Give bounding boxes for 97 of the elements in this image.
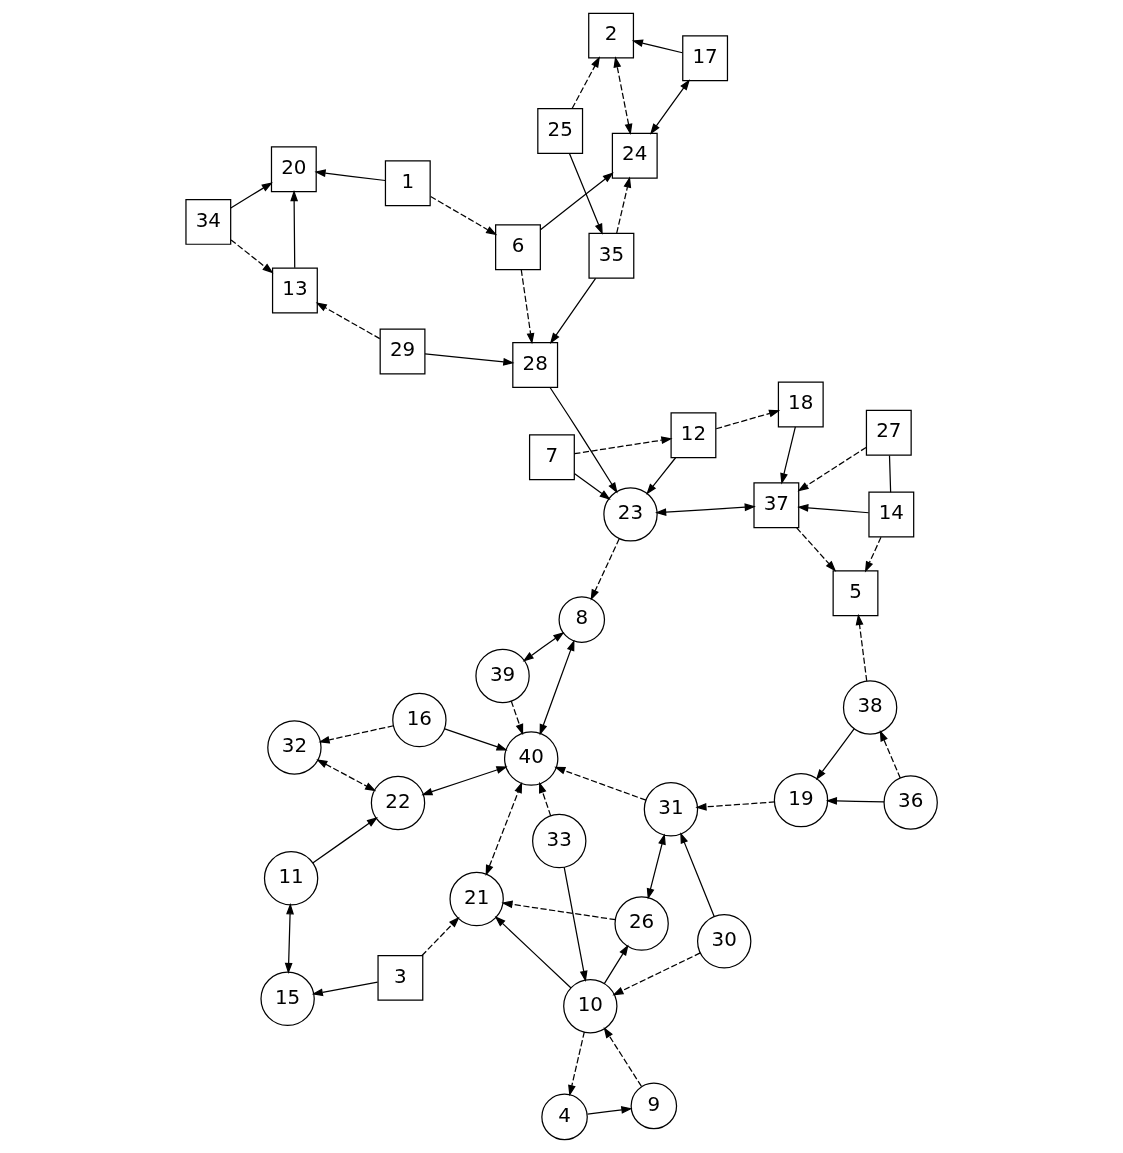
arrow <box>864 536 882 573</box>
arrow <box>650 79 690 135</box>
arrow <box>430 195 498 236</box>
node-box: 1 <box>384 160 431 207</box>
node-circle: 36 <box>883 775 938 830</box>
node-circle: 11 <box>263 851 319 906</box>
node-circle: 40 <box>503 731 559 786</box>
node-box: 6 <box>495 224 541 271</box>
node-box: 24 <box>611 132 658 179</box>
arrow <box>494 916 572 989</box>
arrow <box>603 1027 642 1087</box>
arrow <box>230 182 273 209</box>
arrow <box>539 172 614 231</box>
arrow <box>613 56 633 136</box>
node-box: 17 <box>682 35 729 82</box>
node-box: 5 <box>832 570 879 617</box>
arrow <box>646 833 666 900</box>
arrow <box>318 725 395 744</box>
node-box: 12 <box>670 412 717 459</box>
arrow <box>879 730 901 779</box>
node-circle: 32 <box>267 720 322 775</box>
arrow <box>315 302 381 340</box>
node-circle: 38 <box>842 680 898 735</box>
node-box: 14 <box>868 491 915 538</box>
arrow <box>574 473 611 500</box>
arrow <box>421 766 508 796</box>
arrow <box>520 269 535 345</box>
arrow <box>695 801 776 811</box>
arrow <box>855 613 868 682</box>
arrow <box>568 153 603 235</box>
node-box: 13 <box>271 267 318 314</box>
node-circle: 30 <box>697 914 752 969</box>
arrow <box>571 56 600 109</box>
arrow <box>573 436 673 455</box>
arrow <box>311 981 379 997</box>
arrow <box>485 781 523 876</box>
arrow <box>631 39 683 54</box>
arrow <box>522 632 565 662</box>
arrow <box>316 759 377 792</box>
node-circle: 23 <box>603 487 658 542</box>
node-circle: 16 <box>392 692 447 748</box>
arrow <box>655 503 756 517</box>
arrow <box>314 169 386 182</box>
connector <box>888 455 892 493</box>
node-box: 25 <box>537 107 584 154</box>
arrow <box>603 944 629 985</box>
arrow <box>590 538 620 601</box>
node-circle: 39 <box>475 648 530 704</box>
node-box: 20 <box>270 146 317 193</box>
arrow <box>815 728 855 781</box>
arrow <box>549 386 618 494</box>
arrow <box>421 916 460 957</box>
node-box: 2 <box>588 12 635 59</box>
arrow <box>510 700 524 736</box>
arrow <box>444 728 508 751</box>
arrow <box>797 446 867 492</box>
arrow <box>586 1106 633 1115</box>
arrow <box>539 781 552 817</box>
arrow <box>780 426 796 485</box>
node-circle: 31 <box>643 782 699 837</box>
node-box: 34 <box>185 198 232 245</box>
arrow <box>554 766 647 801</box>
arrow <box>796 527 837 572</box>
arrow <box>290 190 299 269</box>
arrow <box>715 409 781 430</box>
arrow <box>797 503 870 514</box>
node-circle: 22 <box>370 775 426 831</box>
arrow <box>563 866 588 982</box>
node-circle: 19 <box>773 772 829 828</box>
node-circle: 4 <box>541 1093 588 1141</box>
node-circle: 33 <box>532 813 587 869</box>
arrow <box>284 903 294 974</box>
node-box: 27 <box>865 409 912 456</box>
arrow <box>568 1031 585 1097</box>
node-circle: 15 <box>260 971 315 1027</box>
arrow <box>549 277 597 344</box>
node-box: 7 <box>528 434 575 481</box>
node-circle: 10 <box>563 978 618 1034</box>
node-box: 3 <box>377 954 424 1001</box>
node-box: 37 <box>753 482 800 529</box>
arrow <box>539 639 575 736</box>
node-circle: 26 <box>614 896 669 951</box>
arrow <box>646 457 677 495</box>
node-box: 28 <box>512 342 559 389</box>
node-box: 29 <box>379 328 426 375</box>
arrow <box>501 900 617 921</box>
arrow <box>230 239 274 274</box>
arrow <box>680 832 715 918</box>
node-box: 35 <box>588 232 635 279</box>
arrow <box>825 797 885 805</box>
node-box: 18 <box>777 381 824 428</box>
arrow <box>424 353 515 366</box>
node-circle: 9 <box>630 1082 678 1130</box>
arrow <box>312 817 378 864</box>
node-circle: 8 <box>558 596 606 643</box>
arrow <box>612 952 701 996</box>
arrow <box>616 176 632 234</box>
